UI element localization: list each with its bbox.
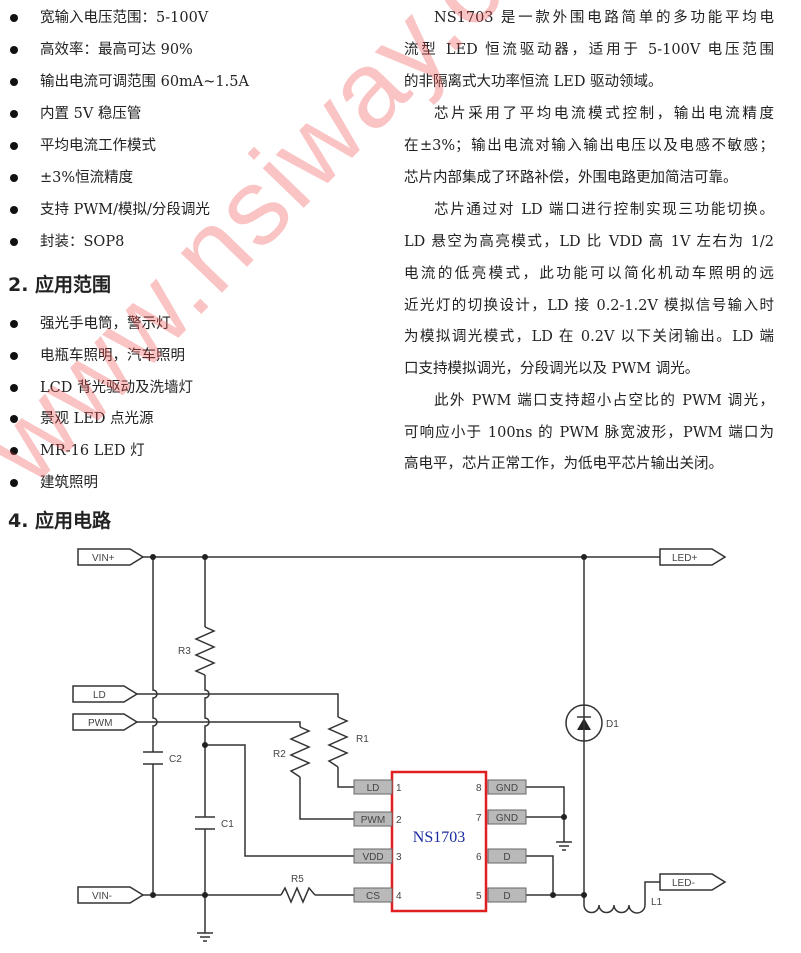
- paragraph-line: 芯片通过对 LD 端口进行控制实现三功能切换。: [434, 202, 774, 218]
- paragraph-line: 的非隔离式大功率恒流 LED 驱动领域。: [404, 74, 663, 90]
- resistor-r1: R1: [327, 716, 369, 768]
- svg-text:L1: L1: [651, 897, 663, 908]
- svg-text:2: 2: [396, 815, 402, 826]
- chip-pin-6: D6: [476, 848, 527, 864]
- paragraph-line: 在±3%；输出电流对输入输出电压以及电感不敏感；: [404, 138, 774, 154]
- svg-text:C2: C2: [169, 754, 182, 765]
- paragraph-line: 此外 PWM 端口支持超小占空比的 PWM 调光，: [434, 393, 774, 409]
- svg-text:R5: R5: [291, 874, 304, 885]
- chip-pin-2: PWM 2: [353, 811, 402, 827]
- chip-pin-8: GND 8: [476, 779, 527, 795]
- paragraph-line: 电流的低亮模式，此功能可以简化机动车照明的远: [404, 266, 774, 282]
- diode-d1: D1: [565, 704, 619, 742]
- paragraph-line: 近光灯的切换设计，LD 接 0.2-1.2V 模拟信号输入时: [404, 298, 774, 314]
- svg-text:GND: GND: [496, 783, 518, 794]
- svg-text:D: D: [503, 852, 510, 863]
- chip-pin-7: GND 7: [476, 809, 527, 825]
- svg-text:VIN-: VIN-: [92, 891, 112, 902]
- ground-icon: [197, 932, 213, 942]
- bullet-icon: [10, 14, 18, 22]
- svg-text:R2: R2: [273, 749, 286, 760]
- svg-text:LD: LD: [93, 690, 106, 701]
- port-pwm: PWM: [72, 713, 139, 731]
- port-led-plus: LED+: [659, 548, 727, 566]
- paragraph-line: 芯片采用了平均电流模式控制，输出电流精度: [434, 106, 774, 122]
- svg-text:8: 8: [476, 783, 482, 794]
- bullet-icon: [10, 238, 18, 246]
- svg-text:VDD: VDD: [362, 852, 383, 863]
- capacitor-c1: C1: [195, 816, 234, 830]
- svg-text:R1: R1: [356, 734, 369, 745]
- paragraph-line: 芯片内部集成了环路补偿，外围电路更加简洁可靠。: [404, 170, 738, 186]
- svg-text:NS1703: NS1703: [413, 829, 465, 846]
- paragraph-line: 为模拟调光模式，LD 在 0.2V 以下关闭输出。LD 端: [404, 329, 774, 345]
- wires: [137, 556, 660, 933]
- section-heading-circuit: 4. 应用电路: [8, 510, 112, 532]
- svg-text:R3: R3: [178, 646, 191, 657]
- svg-text:VIN+: VIN+: [92, 553, 115, 564]
- bullet-icon: [10, 479, 18, 487]
- svg-text:LED+: LED+: [672, 553, 697, 564]
- port-ld: LD: [72, 685, 139, 703]
- bullet-icon: [10, 142, 18, 150]
- chip-pin-5: D5: [476, 887, 527, 903]
- bullet-icon: [10, 320, 18, 328]
- svg-text:3: 3: [396, 852, 402, 863]
- svg-text:5: 5: [476, 891, 482, 902]
- bullet-icon: [10, 447, 18, 455]
- bullet-icon: [10, 415, 18, 423]
- bullet-icon: [10, 352, 18, 360]
- inductor-l1: L1: [583, 897, 663, 914]
- resistor-r3: R3: [178, 626, 216, 676]
- svg-text:7: 7: [476, 813, 482, 824]
- svg-text:PWM: PWM: [88, 718, 112, 729]
- port-vin-minus: VIN-: [77, 886, 145, 904]
- chip-pin-1: LD 1: [353, 779, 402, 795]
- port-led-minus: LED-: [659, 873, 727, 891]
- svg-text:1: 1: [396, 783, 402, 794]
- bullet-icon: [10, 110, 18, 118]
- section-heading-applications: 2. 应用范围: [8, 274, 112, 296]
- svg-text:LED-: LED-: [672, 878, 695, 889]
- chip-pin-3: VDD 3: [353, 848, 402, 864]
- svg-text:D1: D1: [606, 719, 619, 730]
- resistor-r5: R5: [280, 874, 316, 904]
- capacitor-c2: C2: [143, 751, 182, 765]
- svg-text:6: 6: [476, 852, 482, 863]
- bullet-icon: [10, 206, 18, 214]
- svg-text:CS: CS: [366, 891, 380, 902]
- paragraph-line: 高电平，芯片正常工作，为低电平芯片输出关闭。: [404, 456, 723, 472]
- svg-text:PWM: PWM: [361, 815, 385, 826]
- svg-text:4: 4: [396, 891, 402, 902]
- svg-text:GND: GND: [496, 813, 518, 824]
- resistor-r2: R2: [273, 726, 311, 778]
- bullet-icon: [10, 46, 18, 54]
- bullet-icon: [10, 174, 18, 182]
- paragraph-line: 流型 LED 恒流驱动器，适用于 5-100V 电压范围: [404, 42, 774, 58]
- paragraph-line: LD 悬空为高亮模式，LD 比 VDD 高 1V 左右为 1/2: [404, 234, 774, 250]
- svg-text:LD: LD: [367, 783, 380, 794]
- ground-icon: [556, 841, 572, 851]
- junction-dots: [150, 554, 587, 898]
- port-vin-plus: VIN+: [77, 548, 145, 566]
- svg-text:C1: C1: [221, 819, 234, 830]
- paragraph-line: NS1703 是一款外围电路简单的多功能平均电: [434, 10, 774, 26]
- bullet-icon: [10, 384, 18, 392]
- svg-text:D: D: [503, 891, 510, 902]
- chip-pin-4: CS 4: [353, 887, 402, 903]
- paragraph-line: 可响应小于 100ns 的 PWM 脉宽波形，PWM 端口为: [404, 425, 774, 441]
- bullet-icon: [10, 78, 18, 86]
- paragraph-line: 口支持模拟调光，分段调光以及 PWM 调光。: [404, 361, 700, 377]
